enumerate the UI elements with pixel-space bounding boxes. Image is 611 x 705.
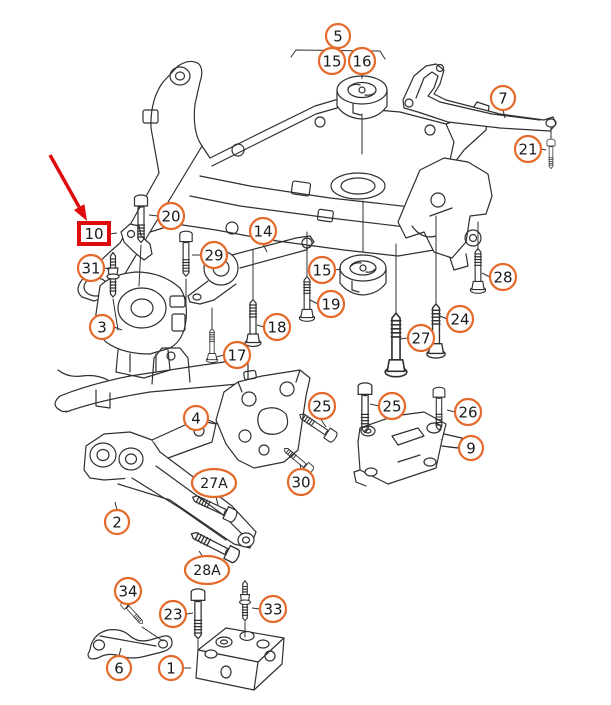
callout-label: 2 [112, 513, 122, 531]
callout-label: 23 [163, 605, 182, 623]
callout-label: 29 [204, 246, 223, 264]
gearbox-mount-9 [353, 411, 463, 487]
callout-label: 28 [493, 268, 512, 286]
callout-5[interactable]: 5 [324, 22, 352, 50]
callout-33[interactable]: 33 [251, 594, 288, 624]
callout-31[interactable]: 31 [76, 253, 111, 283]
round-mount-15 [339, 254, 387, 296]
callout-label: 34 [118, 582, 137, 600]
bracket-10 [120, 223, 153, 261]
callout-label: 15 [322, 52, 341, 70]
bolt-28 [469, 248, 487, 294]
callout-30[interactable]: 30 [286, 463, 316, 497]
callout-14[interactable]: 14 [248, 216, 278, 253]
callout-19[interactable]: 19 [309, 289, 346, 319]
callout-label: 20 [161, 207, 180, 225]
callout-25[interactable]: 25 [307, 391, 337, 428]
callout-label: 17 [227, 346, 246, 364]
callout-25[interactable]: 25 [369, 391, 407, 421]
bolt-27 [384, 312, 408, 378]
callout-17[interactable]: 17 [215, 340, 252, 370]
mount-block-1 [195, 627, 285, 691]
callout-6[interactable]: 6 [105, 647, 133, 682]
callout-label: 9 [466, 439, 476, 457]
link-6 [87, 629, 173, 660]
callout-9[interactable]: 9 [447, 434, 485, 462]
highlighted-callout-10[interactable]: 10 [48, 154, 118, 246]
callout-label: 21 [518, 140, 537, 158]
callout-label: 25 [312, 397, 331, 415]
callout-3[interactable]: 3 [88, 313, 123, 341]
callout-26[interactable]: 26 [446, 397, 483, 427]
callout-label: 5 [333, 27, 343, 45]
bolt-19 [298, 276, 316, 322]
highlight-arrow-head [73, 204, 87, 221]
highlight-label: 10 [84, 225, 103, 243]
callout-28[interactable]: 28 [481, 262, 518, 292]
stud-33 [239, 580, 251, 622]
callout-label: 1 [166, 659, 176, 677]
callout-label: 24 [450, 310, 469, 328]
callout-18[interactable]: 18 [256, 312, 292, 342]
callout-28a[interactable]: 28A [183, 550, 231, 586]
round-mount-16 [336, 75, 388, 120]
callout-24[interactable]: 24 [439, 304, 475, 334]
callout-20[interactable]: 20 [148, 201, 186, 231]
callout-21[interactable]: 21 [513, 134, 547, 164]
callout-label: 33 [263, 600, 282, 618]
callout-label: 26 [458, 403, 477, 421]
callout-label: 6 [114, 659, 124, 677]
bolt-23 [190, 588, 206, 640]
callout-label: 27A [200, 476, 228, 492]
callout-label: 31 [81, 259, 100, 277]
frame-rail [54, 347, 249, 413]
engine-mount-3 [95, 271, 187, 379]
callout-label: 16 [352, 52, 371, 70]
bolt-21 [546, 138, 556, 169]
bracket-2 [83, 419, 257, 549]
callout-label: 18 [267, 318, 286, 336]
right-mount-bracket [397, 157, 493, 271]
bolt-29 [179, 230, 193, 277]
callout-label: 27 [411, 329, 430, 347]
bolt-18 [244, 298, 262, 348]
callout-7[interactable]: 7 [489, 84, 517, 119]
support-bracket-7 [402, 63, 557, 132]
callout-15[interactable]: 15 [317, 46, 347, 76]
callout-27[interactable]: 27 [399, 323, 436, 353]
bolt-17 [205, 328, 219, 363]
callout-4[interactable]: 4 [182, 404, 219, 432]
callout-label: 28A [193, 563, 221, 579]
callout-2[interactable]: 2 [103, 501, 131, 536]
callout-label: 7 [498, 89, 508, 107]
bracket-4 [215, 369, 311, 469]
callout-1[interactable]: 1 [157, 654, 191, 682]
highlight-box [77, 221, 111, 246]
callout-label: 25 [382, 397, 401, 415]
callout-15[interactable]: 15 [307, 255, 342, 285]
callout-34[interactable]: 34 [113, 576, 143, 610]
assembly-lines [112, 113, 552, 653]
callout-29[interactable]: 29 [192, 240, 229, 270]
callout-23[interactable]: 23 [158, 599, 194, 629]
callout-label: 3 [97, 318, 107, 336]
highlight-arrow-shaft [48, 154, 81, 208]
callout-label: 30 [291, 473, 310, 491]
callout-16[interactable]: 16 [347, 46, 377, 79]
callout-27a[interactable]: 27A [190, 467, 238, 506]
callout-label: 14 [253, 222, 272, 240]
callout-label: 15 [312, 261, 331, 279]
callout-label: 19 [321, 295, 340, 313]
callout-label: 4 [191, 409, 201, 427]
